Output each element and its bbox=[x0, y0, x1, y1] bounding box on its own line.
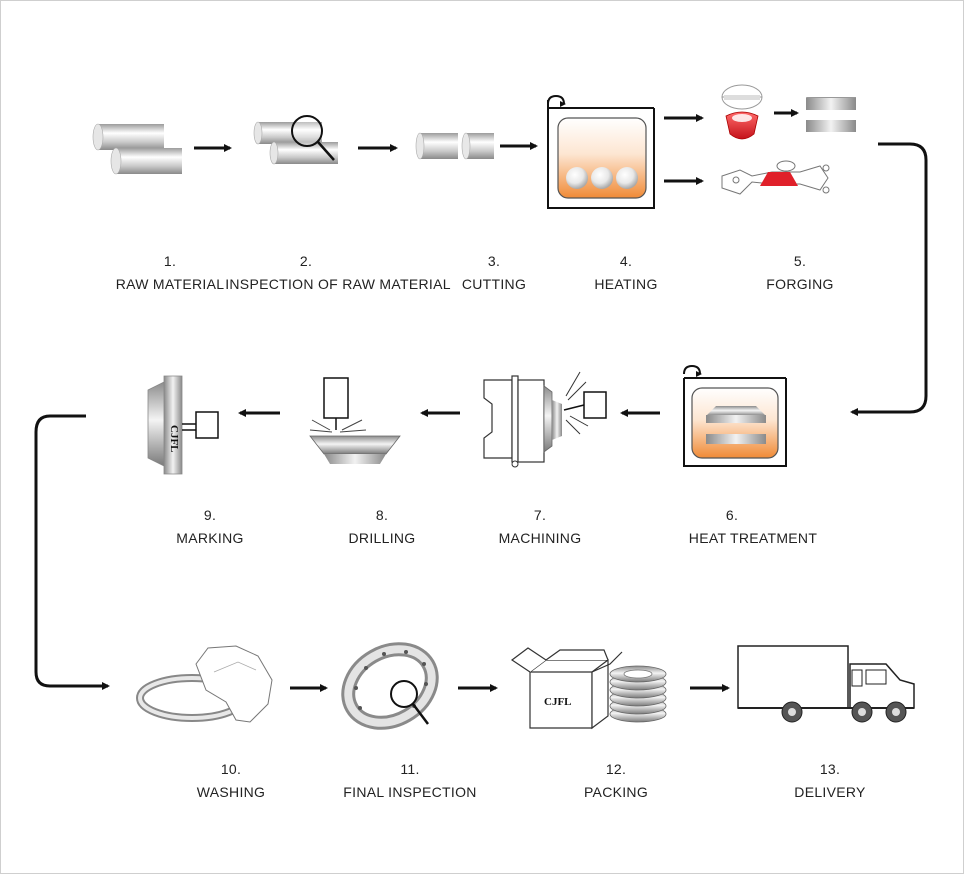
arrow-5-6-connector bbox=[850, 142, 928, 416]
arrow-9-10-connector bbox=[34, 414, 110, 690]
step-number: 12. bbox=[605, 761, 627, 777]
drilling-icon bbox=[309, 377, 401, 464]
magnifier-icon bbox=[390, 680, 429, 725]
delivery-truck-icon bbox=[737, 645, 915, 723]
step-number: 11. bbox=[400, 761, 420, 777]
step-label: WASHING bbox=[196, 784, 266, 800]
final-inspection-icon bbox=[341, 642, 439, 730]
flange-stack bbox=[609, 665, 667, 723]
forging-icon bbox=[721, 84, 856, 195]
step-number: 5. bbox=[793, 253, 807, 269]
marking-stamp-text: CJFL bbox=[168, 425, 180, 453]
step-number: 4. bbox=[619, 253, 633, 269]
step-label: CUTTING bbox=[461, 276, 527, 292]
step-number: 10. bbox=[220, 761, 242, 777]
step-label: RAW MATERIAL bbox=[115, 276, 225, 292]
step-label: INSPECTION OF RAW MATERIAL bbox=[225, 276, 451, 292]
step-number: 13. bbox=[819, 761, 841, 777]
step-number: 2. bbox=[299, 253, 313, 269]
washing-icon bbox=[136, 645, 273, 723]
step-label: DELIVERY bbox=[794, 784, 866, 800]
inspection-raw-material-icon bbox=[253, 115, 338, 165]
step-label: FORGING bbox=[766, 276, 834, 292]
step-label: DRILLING bbox=[348, 530, 416, 546]
machining-icon bbox=[483, 371, 607, 468]
marking-icon: CJFL bbox=[147, 375, 219, 475]
magnifier-icon bbox=[291, 115, 335, 161]
step-number: 7. bbox=[533, 507, 547, 523]
heat-treatment-furnace-icon bbox=[683, 364, 787, 467]
step-label: FINAL INSPECTION bbox=[343, 784, 477, 800]
step-number: 3. bbox=[487, 253, 501, 269]
packing-icon: CJFL bbox=[510, 647, 667, 730]
box-print-text: CJFL bbox=[544, 696, 572, 708]
step-number: 8. bbox=[375, 507, 389, 523]
step-label: HEAT TREATMENT bbox=[688, 530, 818, 546]
step-label: MARKING bbox=[176, 530, 244, 546]
step-number: 6. bbox=[725, 507, 739, 523]
step-number: 1. bbox=[163, 253, 177, 269]
step-label: PACKING bbox=[583, 784, 649, 800]
raw-material-icon bbox=[92, 123, 182, 175]
flow-arrows bbox=[34, 109, 928, 692]
heating-furnace-icon bbox=[547, 94, 655, 209]
step-number: 9. bbox=[203, 507, 217, 523]
step-label: MACHINING bbox=[498, 530, 582, 546]
cutting-icon bbox=[415, 132, 494, 160]
step-label: HEATING bbox=[594, 276, 658, 292]
